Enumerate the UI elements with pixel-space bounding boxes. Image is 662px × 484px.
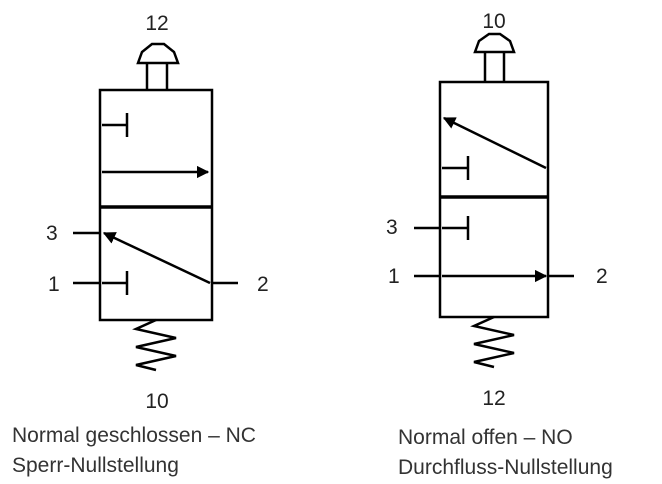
caption-subtitle: Durchfluss-Nullstellung bbox=[398, 456, 613, 479]
upper-position bbox=[442, 116, 547, 180]
caption-subtitle: Sperr-Nullstellung bbox=[12, 454, 179, 477]
spring-icon bbox=[132, 318, 177, 372]
valve-body bbox=[98, 88, 214, 322]
exhaust-arrow bbox=[102, 231, 211, 285]
exhaust-arrow bbox=[442, 116, 547, 170]
port-label-3: 3 bbox=[46, 222, 58, 245]
port-label-top: 12 bbox=[145, 12, 168, 35]
port-label-3: 3 bbox=[386, 216, 398, 239]
port-label-bottom: 10 bbox=[145, 390, 168, 413]
valve-nc: 12 10 3 1 2 Normal geschlossen – NC Sper… bbox=[12, 12, 269, 477]
valve-body bbox=[438, 80, 550, 319]
port-label-top: 10 bbox=[482, 10, 505, 33]
port-label-1: 1 bbox=[48, 273, 60, 296]
upper-position bbox=[102, 113, 210, 179]
port-label-bottom: 12 bbox=[482, 387, 505, 410]
caption-title: Normal geschlossen – NC bbox=[12, 424, 256, 447]
caption-title: Normal offen – NO bbox=[398, 426, 573, 449]
spring-icon bbox=[470, 315, 515, 369]
lower-position bbox=[442, 216, 548, 283]
push-button-icon bbox=[136, 42, 180, 90]
port-label-2: 2 bbox=[596, 265, 608, 288]
push-button-icon bbox=[473, 32, 516, 82]
lower-position bbox=[102, 231, 211, 295]
port-label-2: 2 bbox=[257, 273, 269, 296]
valve-no: 10 12 3 1 2 Normal offen – NO Durchfluss… bbox=[386, 10, 613, 479]
port-label-1: 1 bbox=[388, 265, 400, 288]
